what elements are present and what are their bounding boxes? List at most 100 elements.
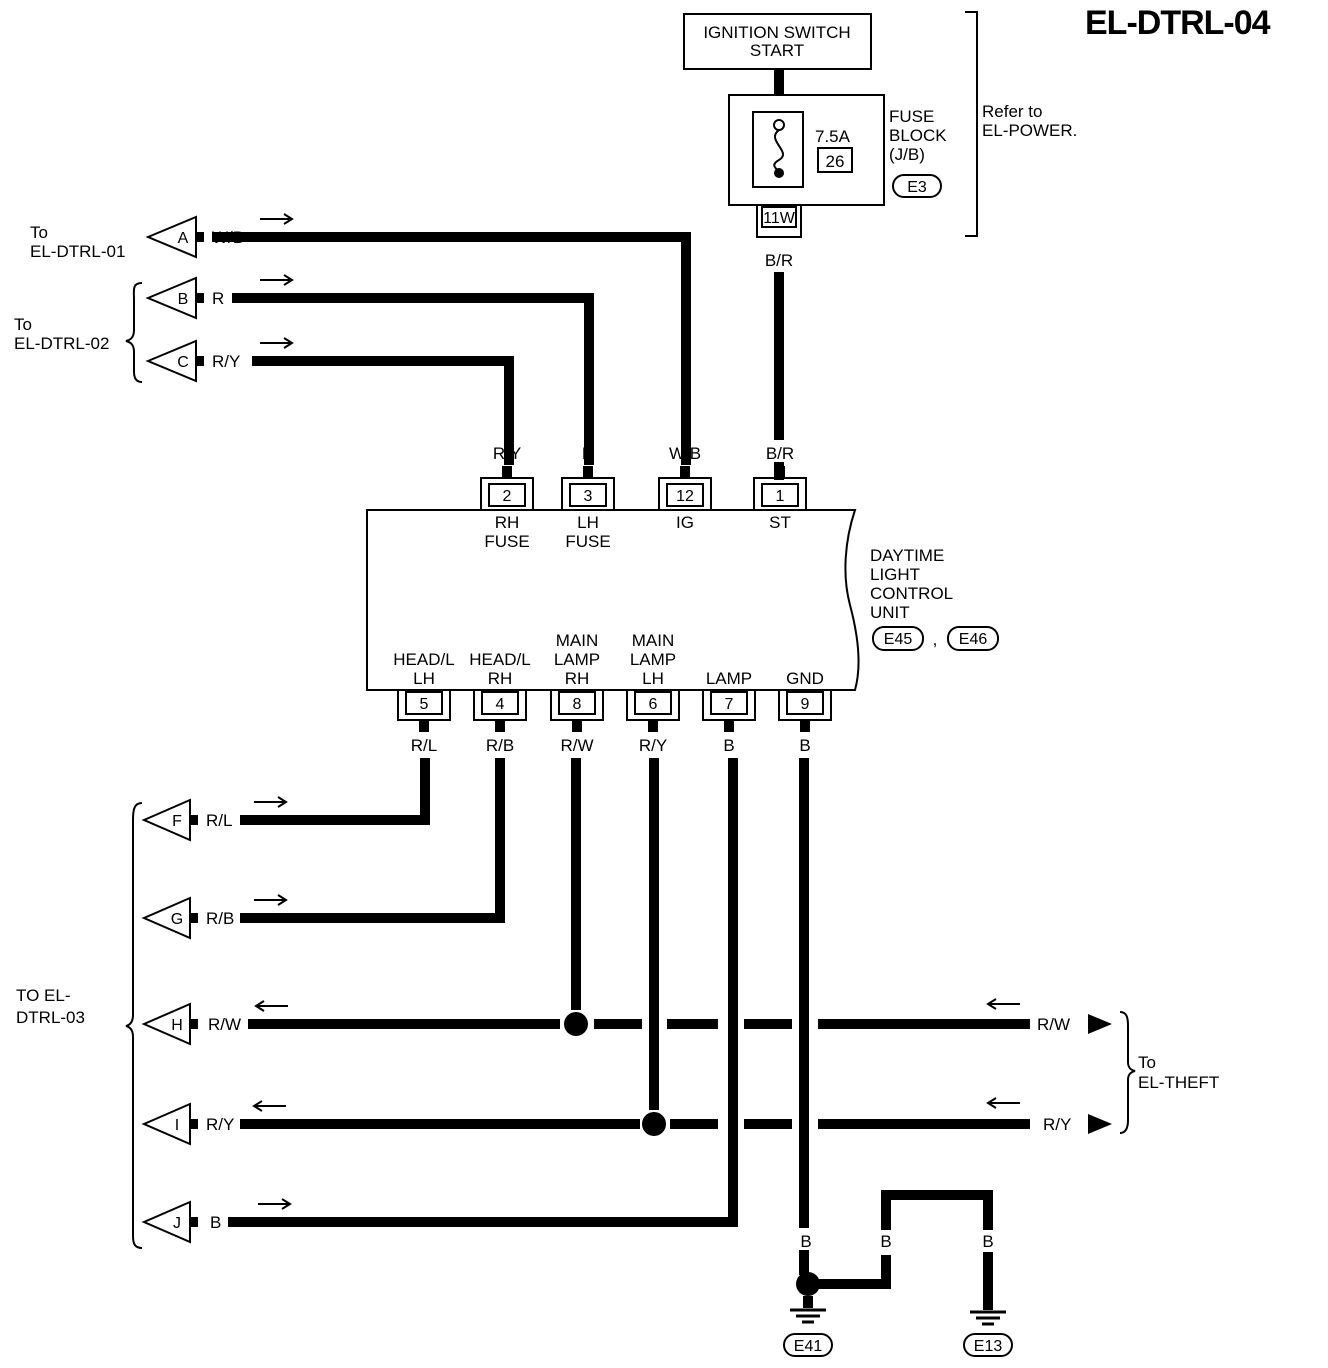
fuse-terminal-bottom (774, 168, 784, 178)
bottom-pin-wire-9: B (799, 736, 810, 755)
fuse-block-l1: FUSE (889, 107, 934, 126)
to-theft-l1: To (1138, 1053, 1156, 1072)
bottom-pin-box-7 (710, 691, 748, 715)
connector-letter-i: I (175, 1117, 179, 1134)
connector-color-c: R/Y (212, 352, 240, 371)
control-unit-box (366, 509, 860, 691)
connector-letter-j: J (173, 1215, 181, 1232)
top-pin-box-1 (761, 483, 799, 507)
connector-letter-c: C (177, 354, 189, 371)
unit-sep: , (933, 630, 938, 649)
connector-color-j: B (210, 1213, 221, 1232)
top-pin-wire-3: R (582, 444, 594, 463)
connector-color-g: R/B (206, 909, 234, 928)
arrow-right-ry-icon (1088, 1114, 1112, 1134)
ground-e41-icon (790, 1308, 826, 1324)
top-pin-name2-2: FUSE (484, 532, 529, 551)
fuse-connector-oval (892, 174, 942, 198)
bottom-pin-wire-8: R/W (560, 736, 593, 755)
right-rw-label: R/W (1037, 1015, 1070, 1034)
top-pin-num-1: 1 (776, 488, 785, 505)
to-dtrl01-l1: To (30, 223, 48, 242)
flow-arrow-right-icon (254, 894, 288, 906)
top-pin-num-3: 3 (584, 488, 593, 505)
ground-wire-b3: B (982, 1232, 993, 1251)
right-ry-label: R/Y (1043, 1115, 1071, 1134)
theft-brace (1119, 1011, 1136, 1134)
connector-stub-f (190, 815, 198, 825)
dtrl03-brace (125, 802, 143, 1249)
fuse-element-icon (773, 129, 784, 173)
ignition-line1: IGNITION SWITCH (703, 23, 850, 42)
bottom-pin-num-7: 7 (725, 696, 734, 713)
top-pin-num-2: 2 (503, 488, 512, 505)
bottom-pin-wire-7: B (723, 736, 734, 755)
connector-flag-h (141, 1002, 191, 1046)
fuse-connector: E3 (907, 179, 927, 196)
top-pin-bracket-12 (658, 477, 712, 510)
connector-letter-b: B (178, 291, 189, 308)
bottom-pin-box-8 (558, 691, 596, 715)
connector-flag-j (141, 1200, 191, 1244)
unit-l3: CONTROL (870, 584, 953, 603)
unit-conn1-oval (872, 626, 924, 651)
flow-arrow-right-icon (260, 213, 294, 225)
wire-r (232, 293, 594, 465)
connector-flag-i (141, 1102, 191, 1146)
to-theft-l2: EL-THEFT (1138, 1073, 1219, 1092)
refer-line1: Refer to (982, 102, 1042, 121)
fuse-terminal-bracket (756, 205, 802, 238)
flow-arrows (986, 998, 1020, 1109)
bottom-pin-num-8: 8 (573, 696, 582, 713)
bottom-pin-box-9 (786, 691, 824, 715)
connector-letter-h: H (171, 1017, 183, 1034)
bottom-pin-num-5: 5 (420, 696, 429, 713)
unit-l1: DAYTIME (870, 546, 944, 565)
connector-letter-a: A (178, 230, 189, 247)
fuse-terminal-box (761, 206, 797, 228)
connector-flag-f (141, 798, 191, 842)
connector-color-f: R/L (206, 811, 232, 830)
top-pin-bracket-3 (561, 477, 615, 510)
ground-wire-b1: B (800, 1232, 811, 1251)
flow-arrow-right-icon (260, 274, 294, 286)
top-pin-name2-3: FUSE (565, 532, 610, 551)
to-dtrl03-l1: TO EL- (16, 986, 70, 1005)
bottom-pin-wire-6: R/Y (639, 736, 667, 755)
connector-color-b: R (212, 289, 224, 308)
to-dtrl02-l2: EL-DTRL-02 (14, 334, 109, 353)
bottom-pin-name3-5: LH (413, 669, 435, 688)
to-dtrl03-l2: DTRL-03 (16, 1008, 85, 1027)
bottom-pin-name2-6: LAMP (630, 650, 676, 669)
bottom-pin-name2-8: LAMP (554, 650, 600, 669)
bottom-pin-name2-4: HEAD/L (469, 650, 530, 669)
bottom-pin-num-6: 6 (649, 696, 658, 713)
unit-conn1: E45 (884, 631, 913, 648)
bottom-pin-name1-6: MAIN (632, 631, 675, 650)
fuse-terminal: 11W (763, 210, 796, 227)
fuse-block-l2: BLOCK (889, 126, 947, 145)
bottom-pin-box-4 (481, 691, 519, 715)
connector-color-a: W/B (212, 228, 244, 247)
bottom-pin-box-5 (405, 691, 443, 715)
top-pin-bracket-2 (480, 477, 534, 510)
top-pin-wire-2: R/Y (493, 444, 521, 463)
fuse-number-box (817, 147, 853, 173)
connector-letter-g: G (171, 911, 183, 928)
wire-b-lamp (228, 758, 738, 1227)
top-pin-bracket-1 (753, 477, 807, 510)
bottom-pin-num-4: 4 (496, 696, 505, 713)
bottom-pin-wire-4: R/B (486, 736, 514, 755)
wire-ground-branch (818, 1255, 891, 1289)
connector-stub-a (196, 232, 204, 242)
bottom-pin-name3-7: LAMP (706, 669, 752, 688)
top-pin-box-3 (569, 483, 607, 507)
connector-stub-g (190, 913, 198, 923)
bottom-pin-box-6 (634, 691, 672, 715)
e13-oval (963, 1333, 1013, 1357)
wire-r-y-top (252, 356, 514, 465)
top-pin-wire-1: B/R (766, 444, 794, 463)
bottom-pin-name3-9: GND (786, 669, 824, 688)
refer-bracket (965, 11, 978, 237)
bottom-pin-num-9: 9 (801, 696, 810, 713)
